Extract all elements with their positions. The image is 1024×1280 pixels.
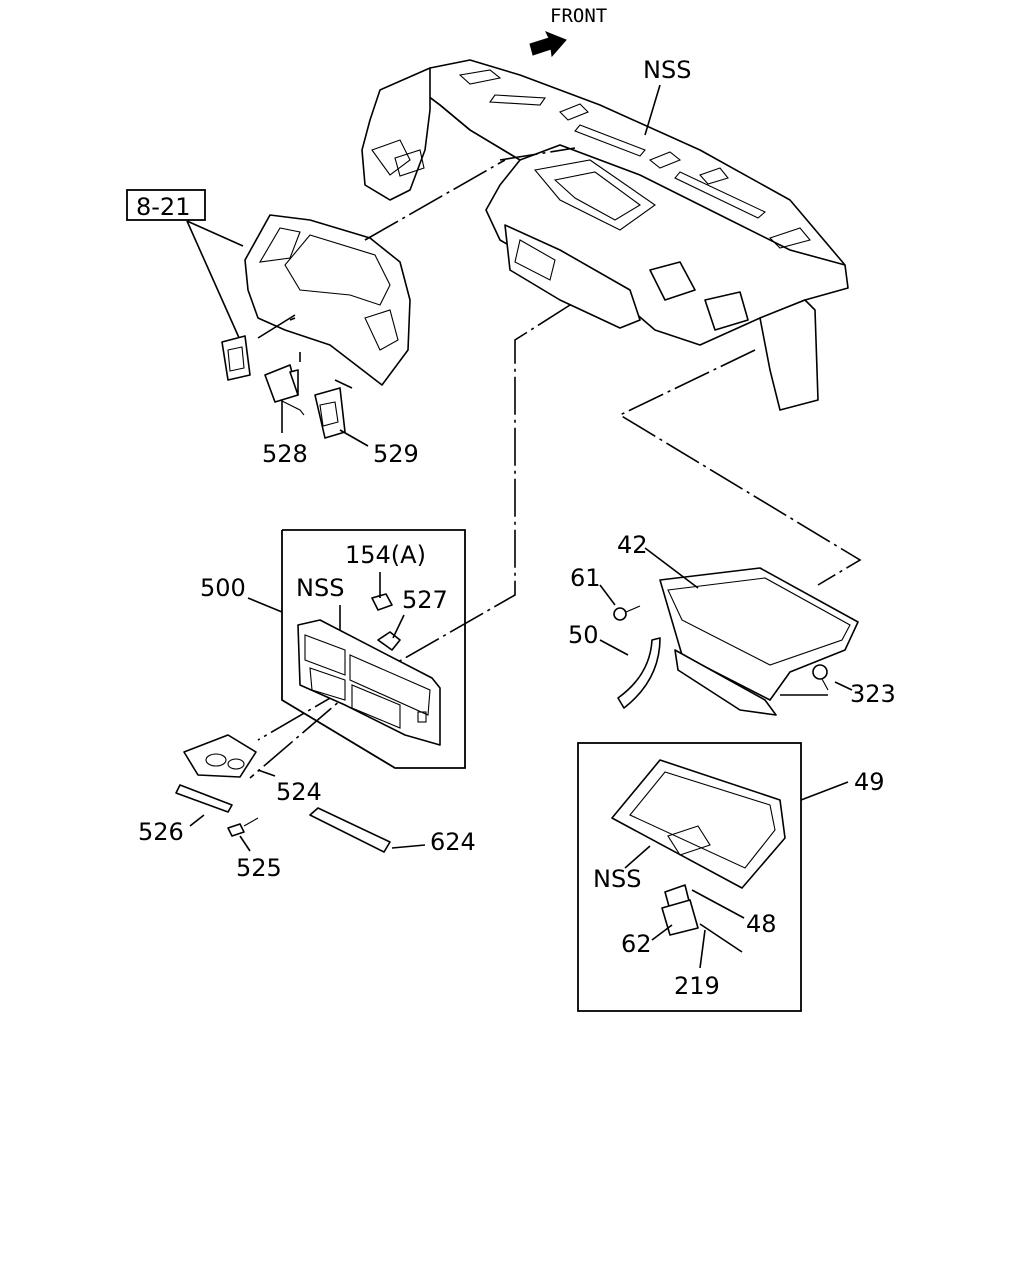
label-42: 42 [617, 531, 648, 559]
ref-box-label: 8-21 [136, 193, 190, 221]
reference-callout-8-21: 8-21 [126, 189, 244, 341]
label-527: 527 [402, 586, 448, 614]
label-500: 500 [200, 574, 246, 602]
label-49: 49 [854, 768, 885, 796]
label-nss-top: NSS [643, 56, 691, 84]
part-labels: NSS 528 529 154(A) 500 NSS 527 524 526 5… [138, 56, 896, 1000]
front-arrow-icon [529, 31, 567, 58]
label-529: 529 [373, 440, 419, 468]
glovebox-lid-callout-box [577, 742, 849, 1012]
front-label: FRONT [550, 5, 607, 27]
label-524: 524 [276, 778, 322, 806]
label-219: 219 [674, 972, 720, 1000]
label-48: 48 [746, 910, 777, 938]
label-nss-mid: NSS [296, 574, 344, 602]
label-528: 528 [262, 440, 308, 468]
cluster-bezel-assembly [221, 159, 506, 439]
center-panel-callout-box [247, 529, 466, 769]
lower-center-parts [175, 734, 426, 853]
instrument-panel-assembly [361, 59, 849, 411]
label-154a: 154(A) [345, 541, 426, 569]
label-323: 323 [850, 680, 896, 708]
label-526: 526 [138, 818, 184, 846]
glovebox-assembly [599, 547, 859, 716]
label-nss-low: NSS [593, 865, 641, 893]
label-61: 61 [570, 564, 601, 592]
ref-box-frame [126, 189, 206, 221]
label-62: 62 [621, 930, 652, 958]
front-direction-indicator: FRONT [529, 5, 607, 58]
label-50: 50 [568, 621, 599, 649]
label-624: 624 [430, 828, 476, 856]
label-525: 525 [236, 854, 282, 882]
